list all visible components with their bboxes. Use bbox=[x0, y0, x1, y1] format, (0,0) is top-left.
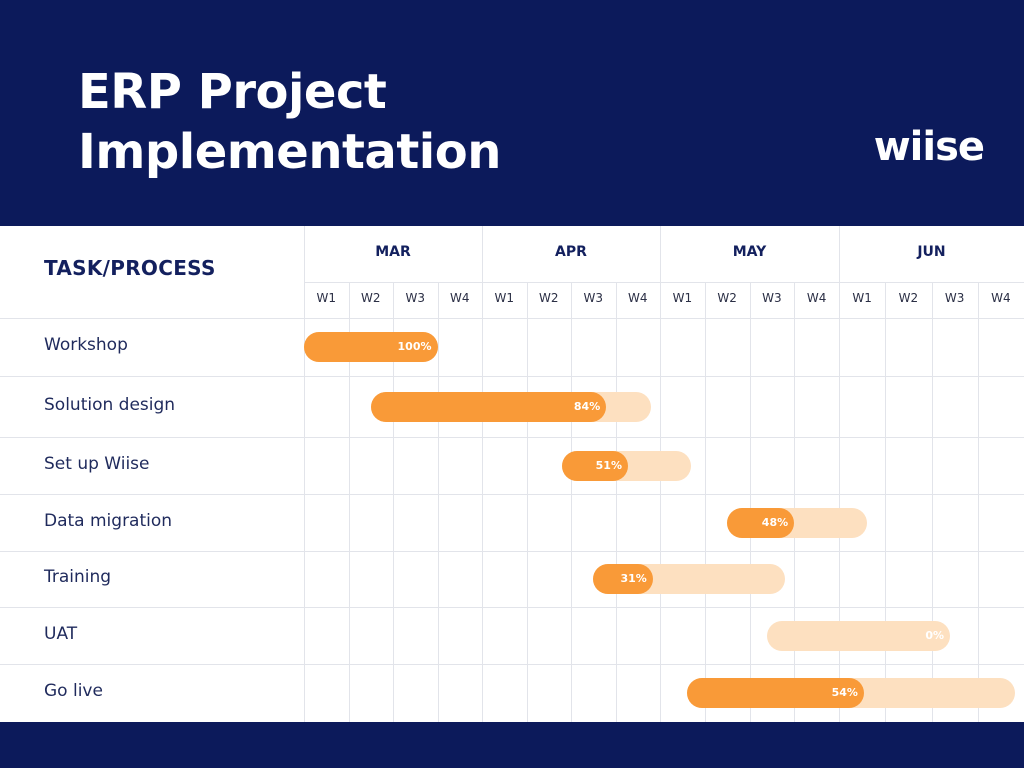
month-label: MAY bbox=[732, 244, 767, 260]
week-label: W3 bbox=[762, 291, 782, 305]
week-gridline bbox=[885, 282, 887, 722]
row-divider bbox=[0, 376, 1024, 377]
row-divider bbox=[0, 664, 1024, 665]
week-gridline bbox=[749, 282, 751, 722]
task-progress-label: 84% bbox=[573, 399, 601, 413]
month-gridline bbox=[839, 226, 840, 722]
task-progress-label: 31% bbox=[620, 572, 647, 585]
week-label: W2 bbox=[898, 291, 919, 305]
task-bar-progress bbox=[370, 391, 607, 422]
task-progress-label: 48% bbox=[761, 515, 789, 529]
week-label: W1 bbox=[316, 291, 337, 305]
brand-logo: wiise bbox=[873, 124, 985, 170]
week-gridline bbox=[393, 282, 394, 722]
week-label: W3 bbox=[405, 291, 426, 305]
week-label: W1 bbox=[494, 291, 515, 305]
week-label: W1 bbox=[672, 291, 693, 305]
task-label: Training bbox=[44, 567, 112, 587]
task-bar-remaining bbox=[767, 620, 950, 651]
row-divider bbox=[0, 551, 1024, 552]
month-week-divider bbox=[304, 282, 1024, 283]
task-label: Go live bbox=[44, 681, 103, 701]
week-gridline bbox=[794, 282, 796, 722]
month-label: APR bbox=[555, 244, 587, 260]
task-progress-label: 0% bbox=[925, 628, 944, 642]
week-label: W4 bbox=[628, 291, 648, 305]
task-bar-progress bbox=[562, 450, 628, 481]
footer-band bbox=[0, 722, 1024, 768]
task-progress-label: 51% bbox=[595, 458, 622, 472]
task-bar-progress bbox=[593, 564, 653, 594]
row-divider bbox=[0, 607, 1024, 608]
row-divider bbox=[0, 494, 1024, 495]
row-divider bbox=[0, 437, 1024, 438]
task-label: Set up Wiise bbox=[44, 453, 150, 474]
header: ERP Project Implementation wiise bbox=[0, 0, 1024, 226]
month-gridline bbox=[304, 226, 305, 722]
week-gridline bbox=[437, 282, 439, 722]
task-label: Data migration bbox=[44, 510, 173, 531]
title-line-1: ERP Project bbox=[78, 64, 387, 120]
week-gridline bbox=[571, 282, 572, 722]
week-label: W2 bbox=[361, 291, 381, 305]
week-gridline bbox=[526, 282, 528, 722]
title-line-2: Implementation bbox=[78, 124, 501, 180]
task-label: Workshop bbox=[44, 335, 128, 355]
week-gridline bbox=[348, 282, 350, 722]
month-label: JUN bbox=[917, 244, 946, 260]
week-gridline bbox=[931, 282, 933, 722]
week-label: W4 bbox=[806, 291, 827, 305]
header-divider bbox=[0, 318, 1024, 319]
week-label: W3 bbox=[583, 291, 604, 305]
week-label: W1 bbox=[852, 291, 872, 305]
week-gridline bbox=[977, 282, 979, 722]
week-label: W3 bbox=[944, 291, 965, 305]
task-bar-progress bbox=[727, 507, 795, 538]
task-column-header: TASK/PROCESS bbox=[44, 256, 216, 280]
task-label: UAT bbox=[44, 623, 78, 644]
week-label: W4 bbox=[450, 291, 470, 305]
month-gridline bbox=[482, 226, 483, 722]
task-label: Solution design bbox=[44, 394, 176, 415]
month-label: MAR bbox=[375, 244, 411, 260]
week-label: W4 bbox=[991, 291, 1011, 305]
page-title: ERP Project Implementation bbox=[78, 62, 501, 182]
task-progress-label: 100% bbox=[397, 340, 432, 353]
week-gridline bbox=[704, 282, 706, 722]
week-label: W2 bbox=[539, 291, 559, 305]
task-bar-progress bbox=[686, 678, 864, 708]
week-label: W2 bbox=[717, 291, 737, 305]
task-progress-label: 54% bbox=[831, 686, 858, 699]
task-bar-progress bbox=[304, 332, 438, 362]
week-gridline bbox=[615, 282, 617, 722]
